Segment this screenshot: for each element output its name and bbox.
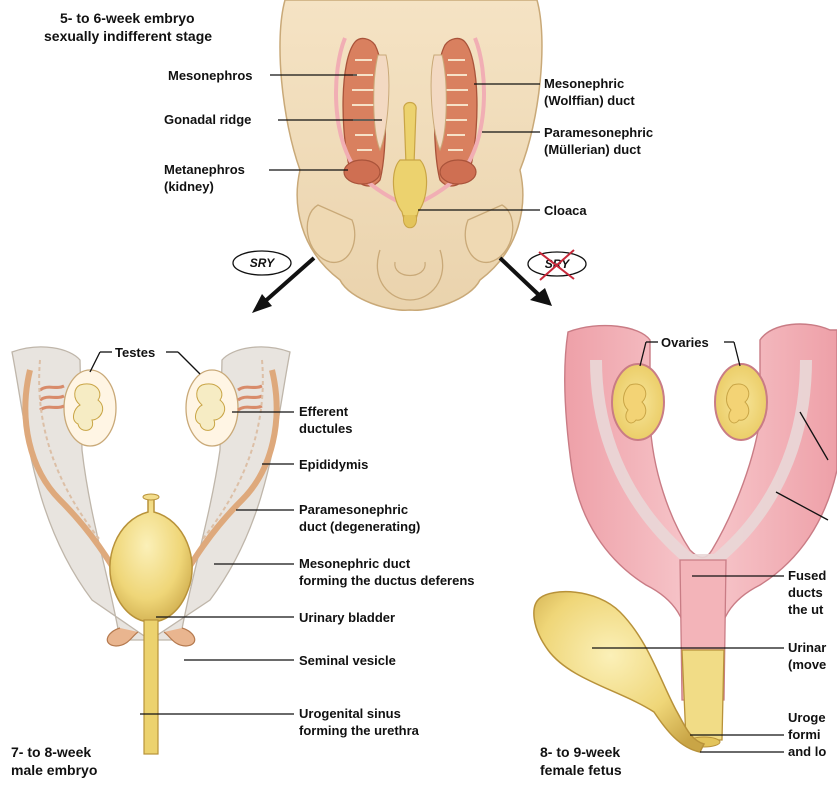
leader-line [178,352,200,374]
stage-caption-line: 5- to 6-week embryo [60,10,195,26]
label-metanephros: Metanephros [164,162,245,177]
stage-caption-line: 7- to 8-week [11,744,91,760]
stage-caption-line: male embryo [11,762,97,778]
indifferent-embryo-illustration [280,0,542,310]
label-metanephros-sub: (kidney) [164,179,214,194]
female-stage-caption: 8- to 9-week female fetus [540,744,622,778]
label-urinary-bladder-female: Urinar [788,640,826,655]
label-paramesonephric-degenerating: Paramesonephric [299,502,408,517]
label-cloaca: Cloaca [544,203,587,218]
label-paramesonephric-duct: Paramesonephric [544,125,653,140]
label-ovaries: Ovaries [661,335,709,350]
label-urogenital-female-sub: formi [788,727,821,742]
label-mesonephric-duct-sub: (Wolffian) duct [544,93,635,108]
sry-label: SRY [250,256,275,270]
stage-caption-line: female fetus [540,762,622,778]
stage-caption-line: 8- to 9-week [540,744,620,760]
label-urinary-bladder: Urinary bladder [299,610,395,625]
label-efferent-ductules: Efferent [299,404,349,419]
label-seminal-vesicle: Seminal vesicle [299,653,396,668]
label-urogenital-sinus-sub: forming the urethra [299,723,420,738]
leader-line [734,342,740,366]
label-mesonephros: Mesonephros [168,68,253,83]
label-paramesonephric-duct-sub: (Müllerian) duct [544,142,641,157]
leader-line [90,352,100,372]
male-embryo-illustration [12,347,290,754]
label-urinary-bladder-female-sub: (move [788,657,826,672]
label-urogenital-female-sub2: and lo [788,744,826,759]
label-mesonephric-duct: Mesonephric [544,76,624,91]
male-stage-caption: 7- to 8-week male embryo [11,744,97,778]
label-fused-ducts-sub2: the ut [788,602,824,617]
label-efferent-ductules-sub: ductules [299,421,352,436]
female-fetus-illustration [534,324,837,752]
label-gonadal-ridge: Gonadal ridge [164,112,251,127]
label-urogenital-female: Uroge [788,710,826,725]
label-paramesonephric-degenerating-sub: duct (degenerating) [299,519,420,534]
sry-present-badge: SRY [233,251,291,275]
label-mesonephric-duct-male: Mesonephric duct [299,556,411,571]
stage-caption-line: sexually indifferent stage [44,28,212,44]
indifferent-stage-caption: 5- to 6-week embryo sexually indifferent… [44,10,212,44]
sry-absent-badge: SRY [528,250,586,280]
label-urogenital-sinus: Urogenital sinus [299,706,401,721]
label-epididymis: Epididymis [299,457,368,472]
label-testes: Testes [115,345,155,360]
label-mesonephric-duct-male-sub: forming the ductus deferens [299,573,475,588]
label-fused-ducts: Fused [788,568,826,583]
label-fused-ducts-sub: ducts [788,585,823,600]
